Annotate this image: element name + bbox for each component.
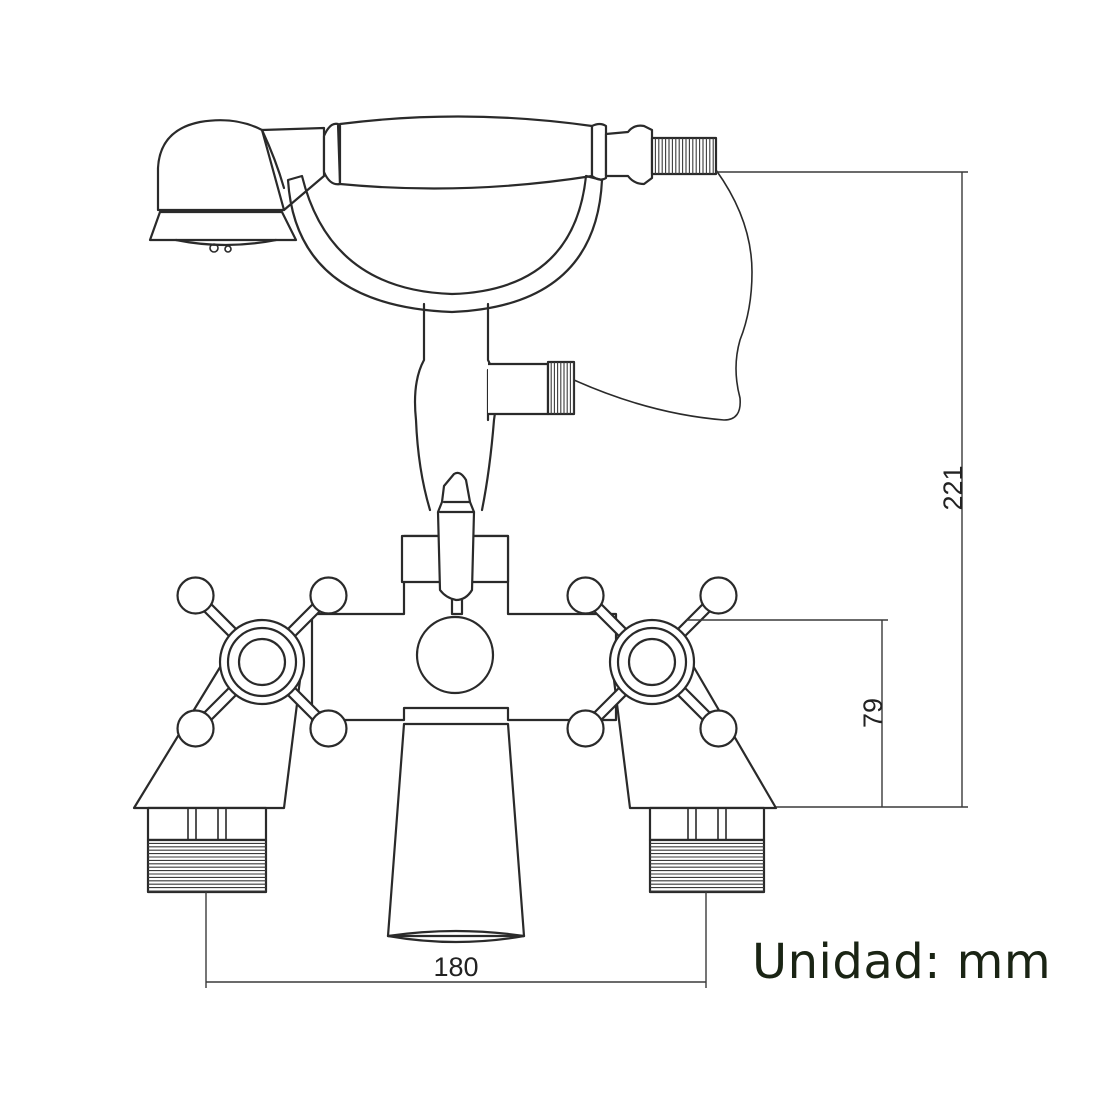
left-inlet-thread [146, 806, 268, 894]
right-inlet-thread [648, 806, 766, 894]
diverter-base [415, 615, 495, 695]
bath-spout [386, 722, 526, 944]
handset-cradle [286, 174, 604, 314]
hose-connector-thread [650, 136, 718, 176]
side-outlet [488, 360, 576, 416]
handle-hub-cap [237, 637, 287, 687]
handset-handle [322, 115, 654, 190]
dimension-label-79: 79 [858, 698, 888, 728]
handle-ball [176, 576, 215, 615]
right-cross-handle [566, 576, 738, 748]
hose [573, 169, 753, 421]
dimension-height-total: 221 [716, 171, 968, 808]
handle-ball [309, 576, 348, 615]
handle-ball [699, 576, 738, 615]
handle-ball [176, 709, 215, 748]
handle-ball [309, 709, 348, 748]
dimension-width-centers: 180 [205, 892, 707, 988]
shower-head [148, 119, 298, 253]
handle-ball [566, 709, 605, 748]
dimension-height-valve: 79 [686, 619, 888, 807]
dimension-label-180: 180 [433, 952, 478, 982]
handle-hub-cap [627, 637, 677, 687]
handle-ball [566, 576, 605, 615]
left-cross-handle [176, 576, 348, 748]
unit-label: Unidad: mm [752, 934, 1052, 990]
dimension-label-221: 221 [938, 465, 968, 510]
handle-ball [699, 709, 738, 748]
diverter-lever [436, 471, 476, 616]
